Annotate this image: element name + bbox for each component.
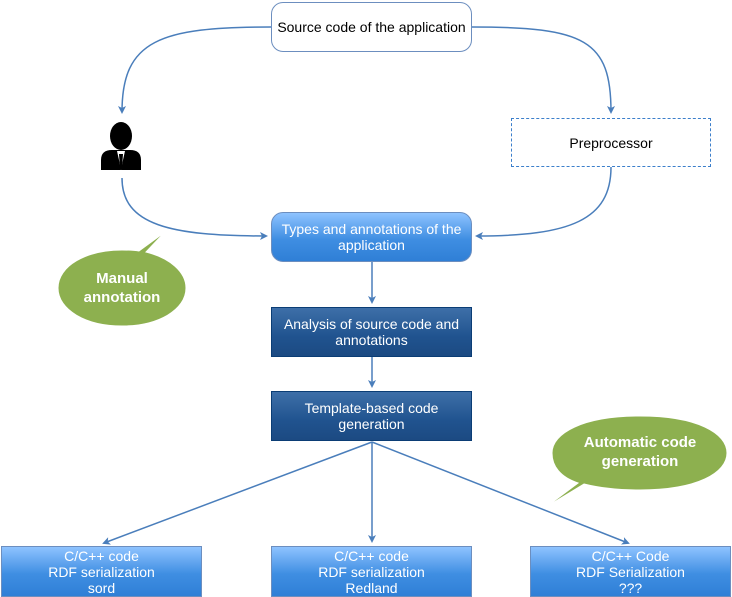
connector-template-to-leaf3	[371, 441, 630, 545]
manual-annotation-callout: Manual annotation	[62, 252, 182, 324]
leaf2-line1: C/C++ code	[334, 547, 409, 564]
leaf1-line2: RDF serialization	[48, 563, 155, 580]
leaf1-line3: sord	[87, 579, 116, 596]
connector-source-to-preprocessor	[471, 26, 615, 114]
person-icon	[101, 122, 141, 170]
analysis-label-line2: annotations	[335, 332, 408, 348]
types-annotations-node: Types and annotations of the application	[271, 212, 472, 262]
leaf3-line2: RDF Serialization	[576, 563, 685, 580]
automatic-generation-callout: Automatic code generation	[555, 416, 725, 488]
manual-annotation-callout-shape	[57, 231, 187, 327]
automatic-callout-line2: generation	[601, 453, 679, 470]
template-label-line1: Template-based code	[304, 400, 439, 416]
manual-callout-line1: Manual	[96, 270, 148, 287]
leaf-unknown-node: C/C++ Code RDF Serialization ???	[530, 546, 731, 597]
connector-template-to-leaf1	[102, 441, 373, 545]
leaf-sord-node: C/C++ code RDF serialization sord	[1, 546, 202, 597]
source-code-label: Source code of the application	[277, 19, 466, 35]
manual-callout-line2: annotation	[83, 289, 161, 306]
template-label-line2: generation	[338, 416, 405, 432]
leaf2-line3: Redland	[345, 579, 398, 596]
source-code-node: Source code of the application	[271, 2, 472, 52]
template-generation-node: Template-based code generation	[271, 391, 472, 441]
connector-user-to-types	[121, 177, 268, 240]
automatic-callout-line1: Automatic code	[583, 434, 697, 451]
connector-preprocessor-to-types	[475, 166, 612, 240]
leaf-redland-node: C/C++ code RDF serialization Redland	[271, 546, 472, 597]
analysis-node: Analysis of source code and annotations	[271, 307, 472, 357]
leaf3-line3: ???	[618, 579, 643, 596]
types-label-line2: application	[338, 237, 405, 253]
types-label-line1: Types and annotations of the	[281, 221, 462, 237]
leaf3-line1: C/C++ Code	[591, 547, 670, 564]
leaf1-line1: C/C++ code	[64, 547, 139, 564]
preprocessor-label: Preprocessor	[569, 134, 653, 151]
automatic-code-generation-callout-shape	[545, 415, 728, 508]
leaf2-line2: RDF serialization	[318, 563, 425, 580]
connector-source-to-user	[118, 26, 272, 114]
preprocessor-node: Preprocessor	[511, 118, 711, 167]
analysis-label-line1: Analysis of source code and	[283, 316, 460, 332]
